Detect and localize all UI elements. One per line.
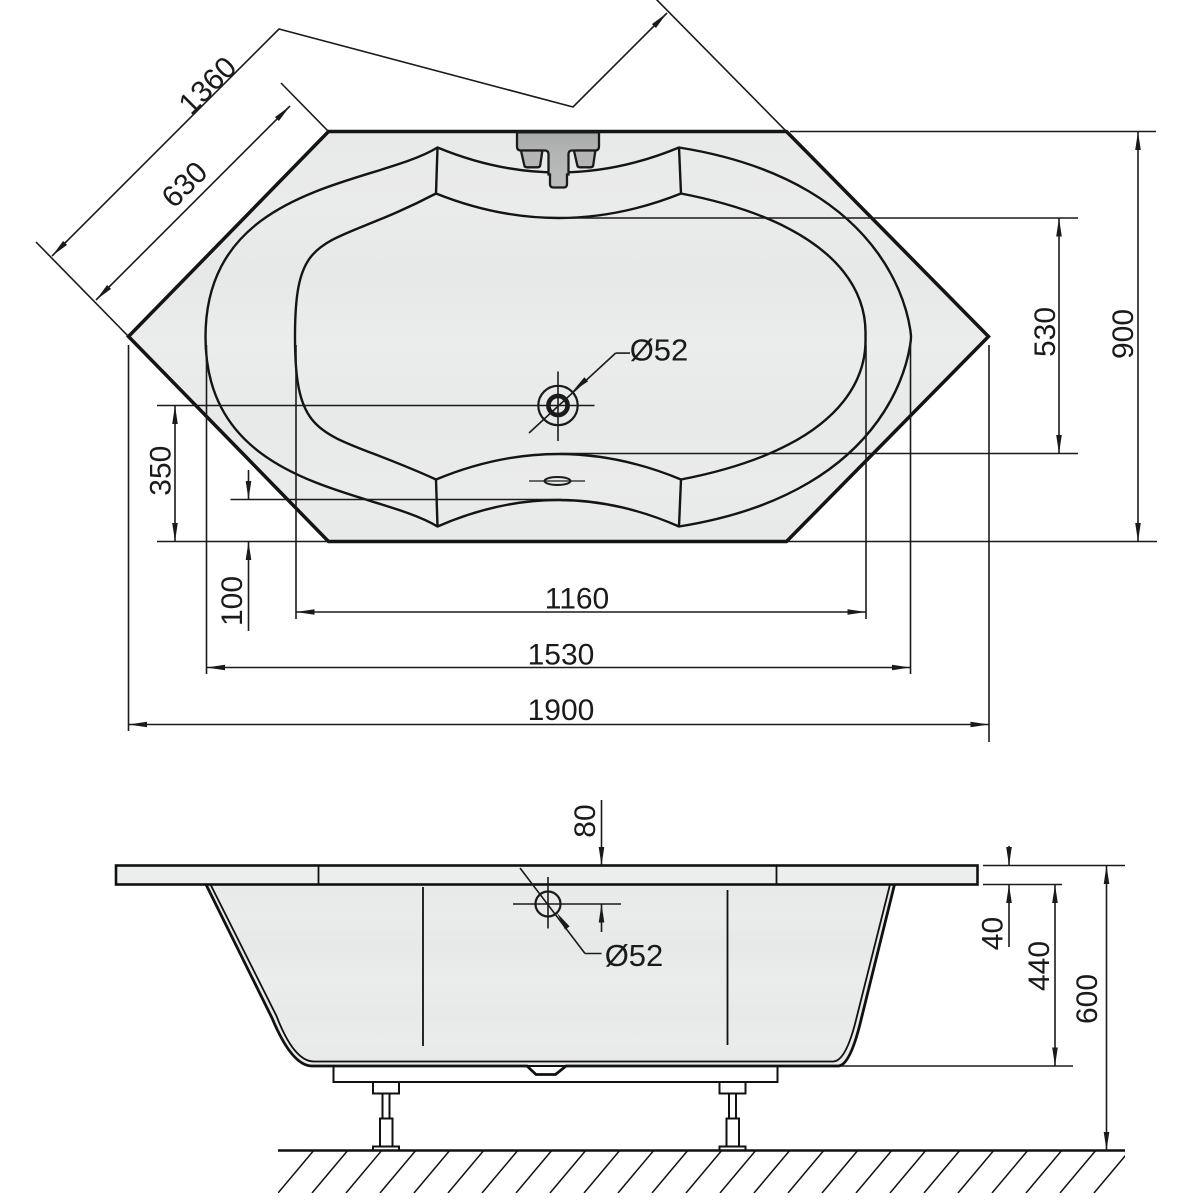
svg-text:1900: 1900 (528, 694, 595, 727)
svg-text:350: 350 (144, 446, 177, 496)
svg-text:Ø52: Ø52 (605, 938, 664, 973)
svg-text:80: 80 (569, 804, 602, 837)
svg-text:1160: 1160 (545, 582, 610, 615)
svg-text:1530: 1530 (528, 638, 595, 671)
svg-text:600: 600 (1071, 974, 1104, 1024)
svg-text:100: 100 (216, 576, 249, 626)
svg-text:530: 530 (1029, 307, 1062, 357)
svg-text:900: 900 (1107, 309, 1140, 359)
svg-text:Ø52: Ø52 (630, 332, 689, 367)
svg-text:440: 440 (1023, 941, 1056, 991)
svg-text:40: 40 (976, 917, 1009, 950)
